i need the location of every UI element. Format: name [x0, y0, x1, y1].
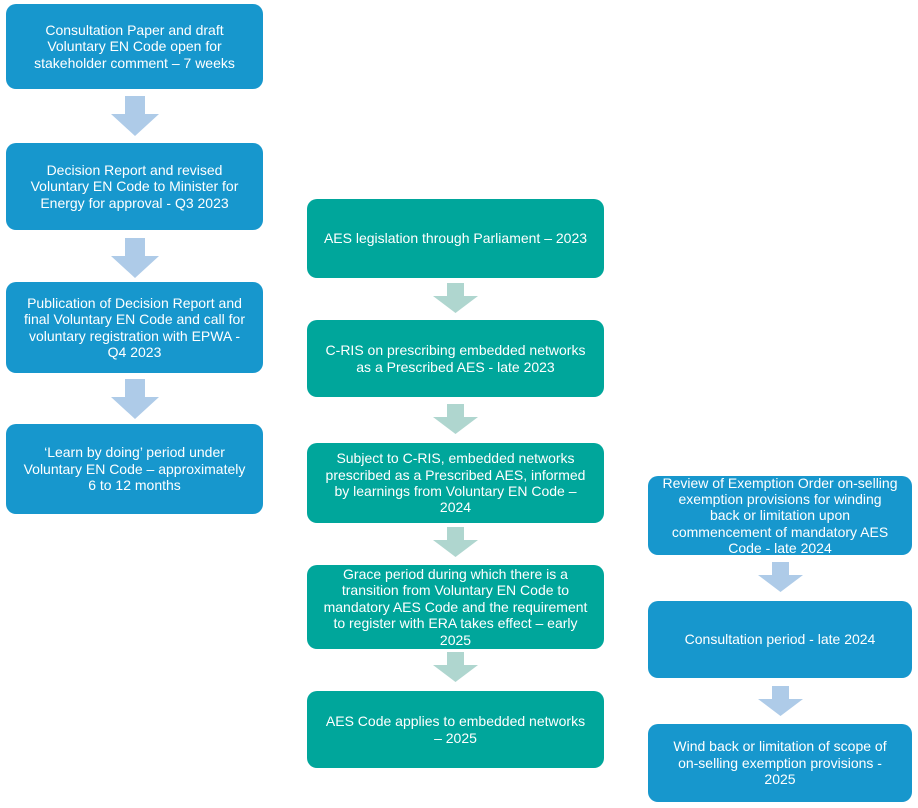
down-arrow-icon — [307, 652, 604, 682]
flow-box-label: Publication of Decision Report and final… — [23, 294, 245, 360]
down-arrow-icon — [6, 379, 263, 419]
flow-box-wind-back: Wind back or limitation of scope of on-s… — [648, 724, 912, 802]
flow-box-label: C-RIS on prescribing embedded networks a… — [325, 342, 586, 375]
flow-box-label: Subject to C-RIS, embedded networks pres… — [325, 450, 586, 516]
down-arrow-icon — [307, 283, 604, 313]
flow-box-aes-code-applies: AES Code applies to embedded networks – … — [307, 691, 604, 768]
flow-box-publication-decision-report: Publication of Decision Report and final… — [6, 282, 263, 373]
down-arrow-icon — [307, 404, 604, 434]
flow-box-consultation-period: Consultation period - late 2024 — [648, 601, 912, 678]
flow-box-grace-period: Grace period during which there is a tra… — [307, 565, 604, 649]
flow-box-consultation-paper: Consultation Paper and draft Voluntary E… — [6, 4, 263, 89]
flow-box-learn-by-doing: ‘Learn by doing’ period under Voluntary … — [6, 424, 263, 514]
flow-box-decision-report: Decision Report and revised Voluntary EN… — [6, 143, 263, 230]
flow-box-label: Review of Exemption Order on-selling exe… — [662, 474, 898, 557]
flow-box-subject-to-cris: Subject to C-RIS, embedded networks pres… — [307, 443, 604, 523]
flow-box-label: ‘Learn by doing’ period under Voluntary … — [23, 444, 246, 494]
down-arrow-icon — [648, 562, 912, 592]
flow-box-label: Decision Report and revised Voluntary EN… — [30, 161, 239, 211]
flow-box-label: Grace period during which there is a tra… — [323, 566, 588, 648]
flow-box-cris-prescribing: C-RIS on prescribing embedded networks a… — [307, 320, 604, 397]
flow-box-review-exemption-order: Review of Exemption Order on-selling exe… — [648, 474, 912, 557]
flow-box-label: Consultation Paper and draft Voluntary E… — [34, 21, 235, 71]
flow-box-label: AES Code applies to embedded networks – … — [325, 713, 586, 746]
flow-box-label: Wind back or limitation of scope of on-s… — [673, 738, 887, 788]
flow-box-label: AES legislation through Parliament – 202… — [323, 230, 588, 247]
down-arrow-icon — [307, 527, 604, 557]
flow-box-aes-legislation: AES legislation through Parliament – 202… — [307, 199, 604, 278]
down-arrow-icon — [6, 238, 263, 278]
down-arrow-icon — [648, 686, 912, 717]
flow-box-label: Consultation period - late 2024 — [684, 631, 876, 648]
down-arrow-icon — [6, 96, 263, 136]
